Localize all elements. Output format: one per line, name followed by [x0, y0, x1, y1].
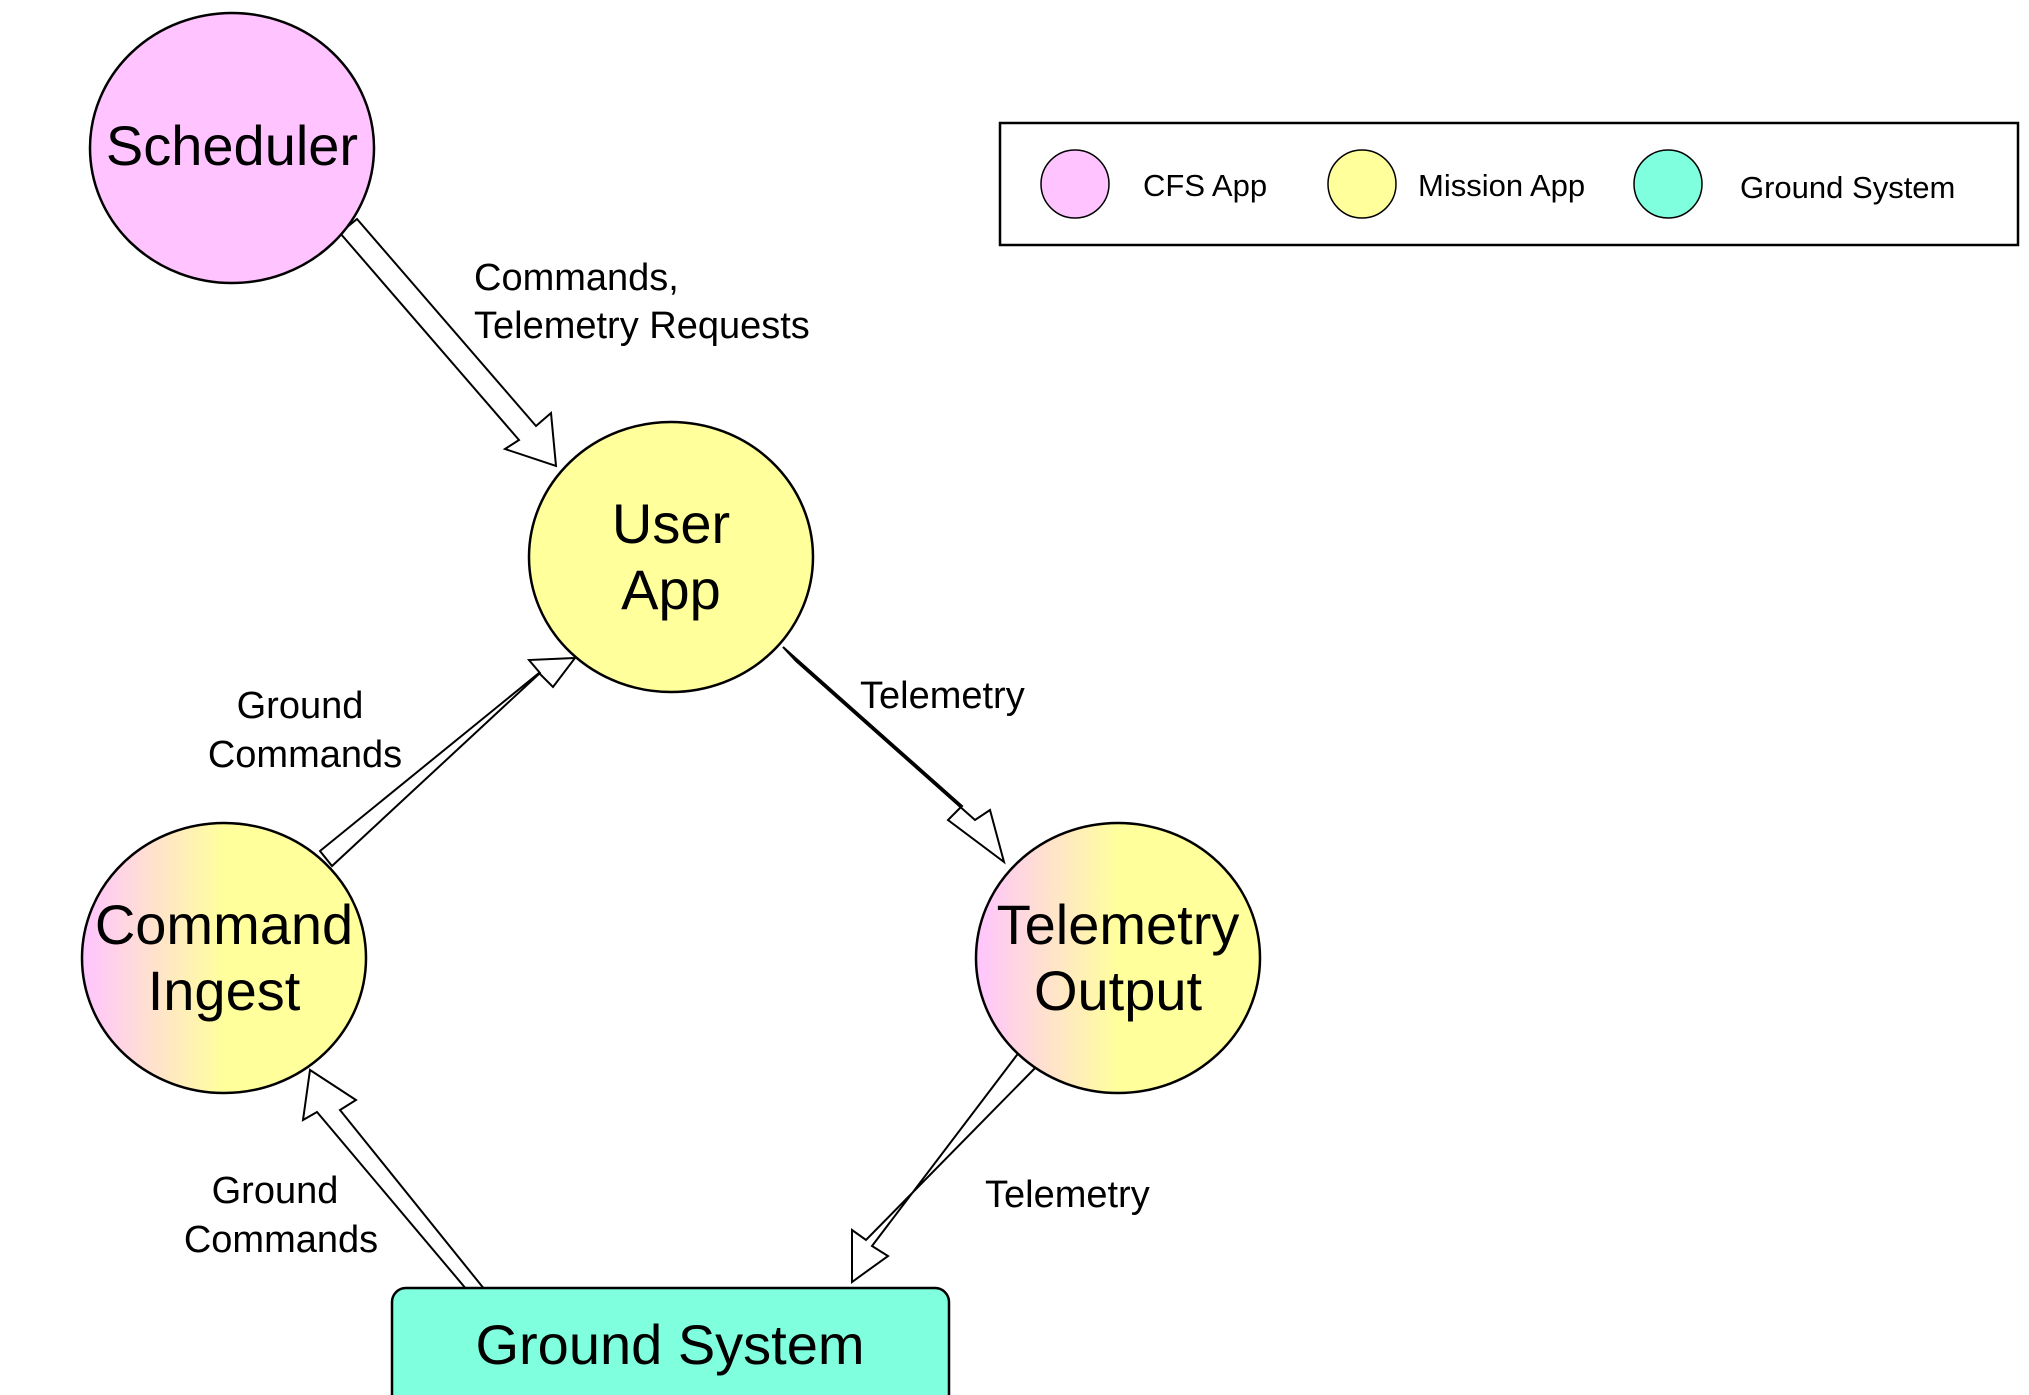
- edge-label-scheduler-1: Commands,: [474, 257, 679, 299]
- node-user-app: User App: [527, 420, 815, 694]
- legend-swatch-cfs-app: [1040, 149, 1110, 219]
- arrow-ground-to-command-ingest: [301, 1068, 488, 1291]
- legend-item-mission-app: Mission App: [1327, 149, 1585, 219]
- node-ground-system-label: Ground System: [475, 1313, 864, 1376]
- legend-box: [998, 121, 2020, 247]
- arrow-user-app-to-telemetry-output: [782, 646, 1006, 865]
- edge-labels: Commands, Telemetry Requests Ground Comm…: [184, 257, 1150, 1261]
- legend-item-ground-system: Ground System: [1633, 149, 1955, 219]
- node-command-ingest: Command Ingest: [80, 821, 368, 1095]
- node-command-ingest-label-2: Ingest: [148, 959, 301, 1022]
- edge-label-scheduler-2: Telemetry Requests: [474, 305, 810, 347]
- legend-label-mission-app: Mission App: [1418, 168, 1585, 203]
- node-ground-system: Ground System: [390, 1286, 951, 1395]
- legend: CFS App Mission App Ground System: [998, 121, 2020, 247]
- edge-label-ground-cmd-2: Commands: [184, 1219, 378, 1261]
- edge-label-cmd-ingest-1: Ground: [237, 685, 364, 727]
- legend-swatch-ground-system: [1633, 149, 1703, 219]
- arrow-telemetry-output-to-ground: [851, 1049, 1041, 1284]
- node-telemetry-output-label-1: Telemetry: [997, 893, 1240, 956]
- edge-label-ground-cmd-1: Ground: [212, 1170, 339, 1212]
- node-scheduler: Scheduler: [88, 11, 376, 285]
- edge-label-tlm-output-telemetry: Telemetry: [985, 1174, 1150, 1216]
- legend-swatch-mission-app: [1327, 149, 1397, 219]
- node-scheduler-label: Scheduler: [106, 114, 358, 177]
- edge-label-user-app-telemetry: Telemetry: [860, 675, 1025, 717]
- node-user-app-label-2: App: [621, 558, 721, 621]
- node-telemetry-output-label-2: Output: [1034, 959, 1203, 1022]
- edge-label-cmd-ingest-2: Commands: [208, 734, 402, 776]
- node-telemetry-output: Telemetry Output: [974, 821, 1262, 1095]
- node-user-app-label-1: User: [612, 492, 730, 555]
- arrow-command-ingest-to-user-app: [318, 656, 578, 868]
- arrows: [301, 217, 1041, 1291]
- legend-item-cfs-app: CFS App: [1040, 149, 1267, 219]
- legend-label-ground-system: Ground System: [1740, 170, 1955, 205]
- arrow-scheduler-to-user-app: [338, 217, 558, 468]
- node-command-ingest-label-1: Command: [95, 893, 353, 956]
- legend-label-cfs-app: CFS App: [1143, 168, 1267, 203]
